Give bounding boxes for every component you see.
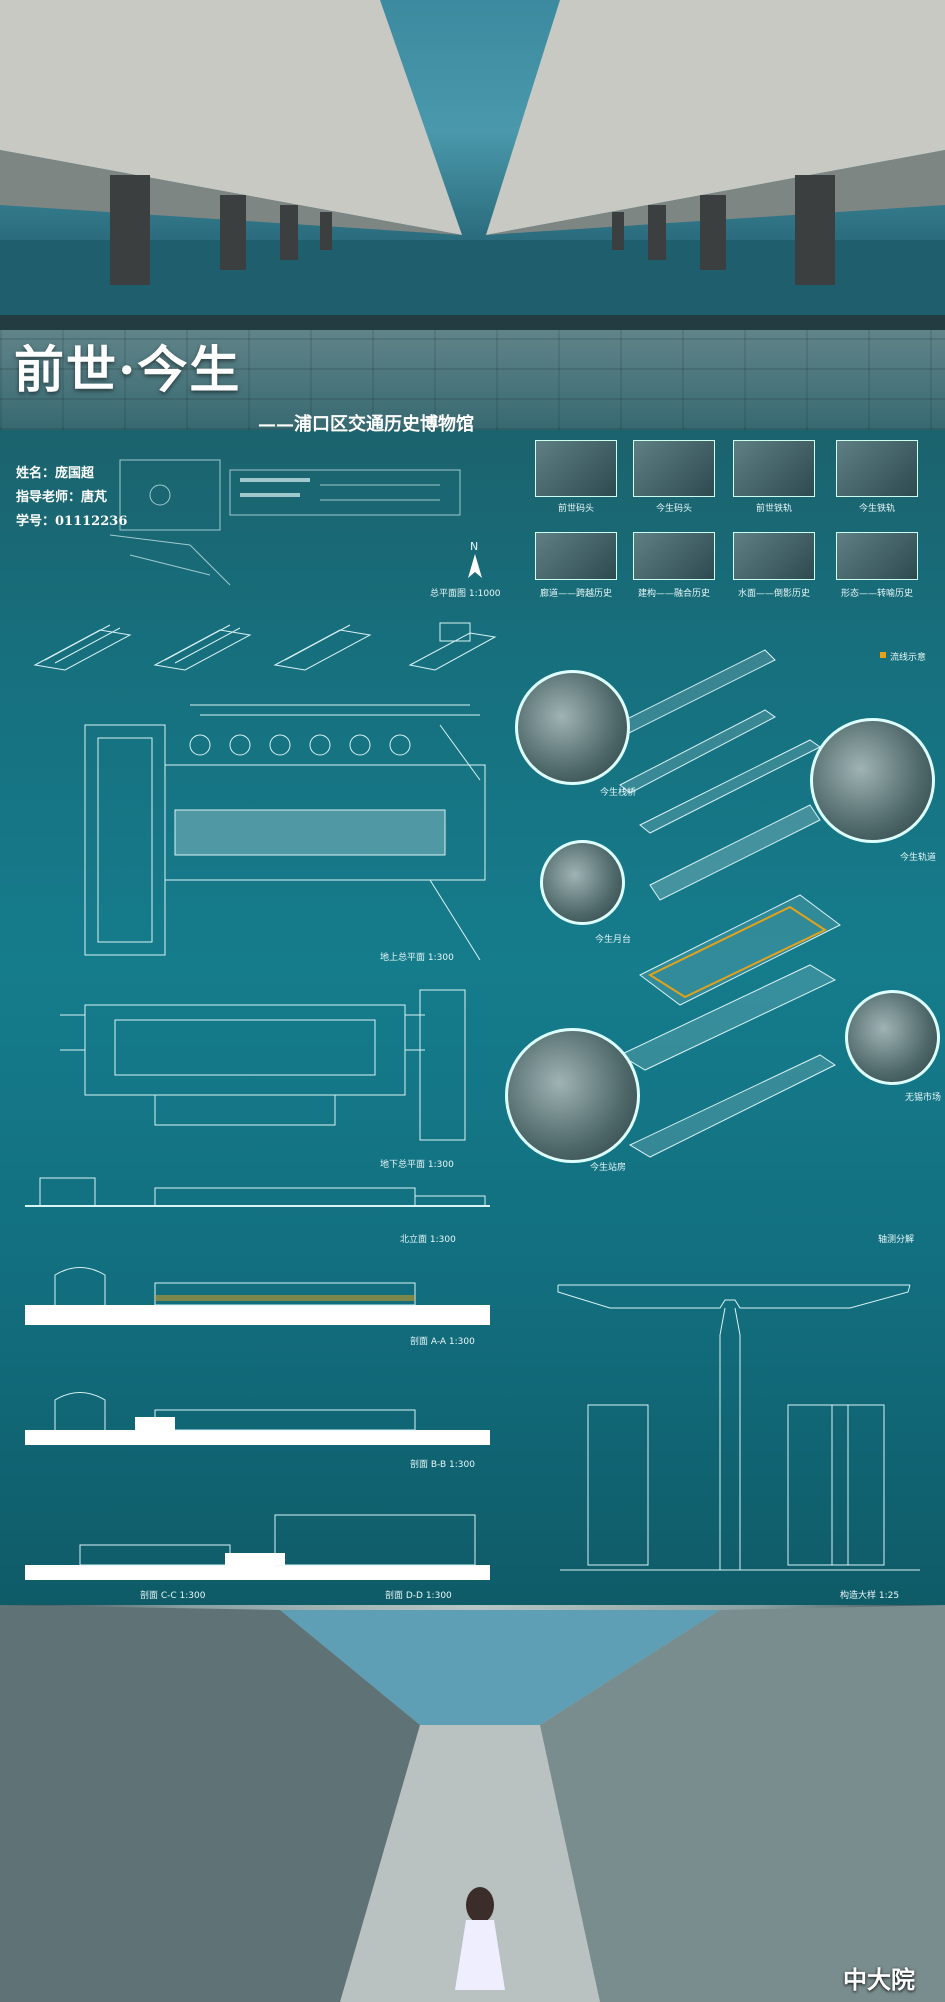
thumb-4: [836, 440, 918, 497]
site-plan-label: 总平面图 1:1000: [430, 589, 501, 599]
thumb-caption: 廊道——跨越历史: [539, 589, 612, 599]
student-id: 学号：01112236: [16, 514, 128, 529]
section-cc-label: 剖面 C-C 1:300: [140, 1591, 206, 1601]
photo-circle: [540, 840, 625, 925]
circle-caption: 今生栈桥: [600, 788, 637, 798]
top-photo-platform: [0, 0, 945, 330]
thumb-caption: 今生铁轨: [858, 504, 895, 514]
thumb-8: [836, 532, 918, 580]
site-plan-drawing: [110, 459, 461, 586]
brick-wall-texture: [0, 330, 945, 430]
photo-circle: [515, 670, 630, 785]
north-elevation-label: 北立面 1:300: [400, 1235, 456, 1245]
section-dd-label: 剖面 D-D 1:300: [385, 1591, 452, 1601]
axon-label: 轴测分解: [878, 1235, 915, 1245]
legend-label: 流线示意: [890, 653, 927, 663]
corridor-render-image: [0, 1605, 945, 2002]
section-aa: [25, 1267, 490, 1325]
section-bb: [25, 1392, 490, 1445]
advisor-name: 指导老师：唐芃: [16, 490, 108, 505]
axonometric-exploded: [614, 649, 841, 1158]
thumb-1: [535, 440, 617, 497]
section-aa-label: 剖面 A-A 1:300: [410, 1337, 475, 1347]
watermark: 中大院: [843, 1966, 915, 1994]
thumb-6: [633, 532, 715, 580]
circle-caption: 今生月台: [595, 935, 632, 945]
thumb-2: [633, 440, 715, 497]
thumb-caption: 建构——融合历史: [637, 589, 710, 599]
construction-detail: [557, 1284, 920, 1571]
thumb-caption: 水面——倒影历史: [737, 589, 810, 599]
ground-plan-label: 地上总平面 1:300: [380, 953, 454, 963]
section-bb-label: 剖面 B-B 1:300: [410, 1460, 475, 1470]
platform-canopy-image: [0, 0, 945, 330]
circle-caption: 今生轨道: [900, 853, 937, 863]
student-name: 姓名：庞国超: [16, 466, 95, 481]
underground-plan: [60, 989, 466, 1141]
legend-swatch: [880, 652, 886, 658]
thumb-3: [733, 440, 815, 497]
thumb-caption: 前世铁轨: [755, 504, 792, 514]
thumb-5: [535, 532, 617, 580]
photo-circle: [845, 990, 940, 1085]
north-arrow-label: N: [470, 540, 479, 553]
poster-subtitle: ——浦口区交通历史博物馆: [258, 414, 474, 435]
poster-title: 前世·今生: [14, 340, 242, 399]
section-cc-dd: [25, 1514, 490, 1580]
circle-caption: 今生站房: [590, 1163, 627, 1173]
north-elevation: [25, 1177, 490, 1207]
photo-circle: [810, 718, 935, 843]
thumb-caption: 前世码头: [557, 504, 594, 514]
bottom-photo-corridor: [0, 1605, 945, 2002]
thumb-caption: 形态——转喻历史: [840, 589, 913, 599]
thumb-caption: 今生码头: [655, 504, 692, 514]
detail-label: 构造大样 1:25: [840, 1591, 900, 1601]
underground-plan-label: 地下总平面 1:300: [380, 1160, 454, 1170]
circle-caption: 无锡市场: [905, 1093, 942, 1103]
photo-circle: [505, 1028, 640, 1163]
thumb-7: [733, 532, 815, 580]
concept-diagrams: [33, 622, 497, 671]
ground-floor-plan: [84, 704, 486, 960]
north-arrow-icon: [468, 554, 482, 578]
